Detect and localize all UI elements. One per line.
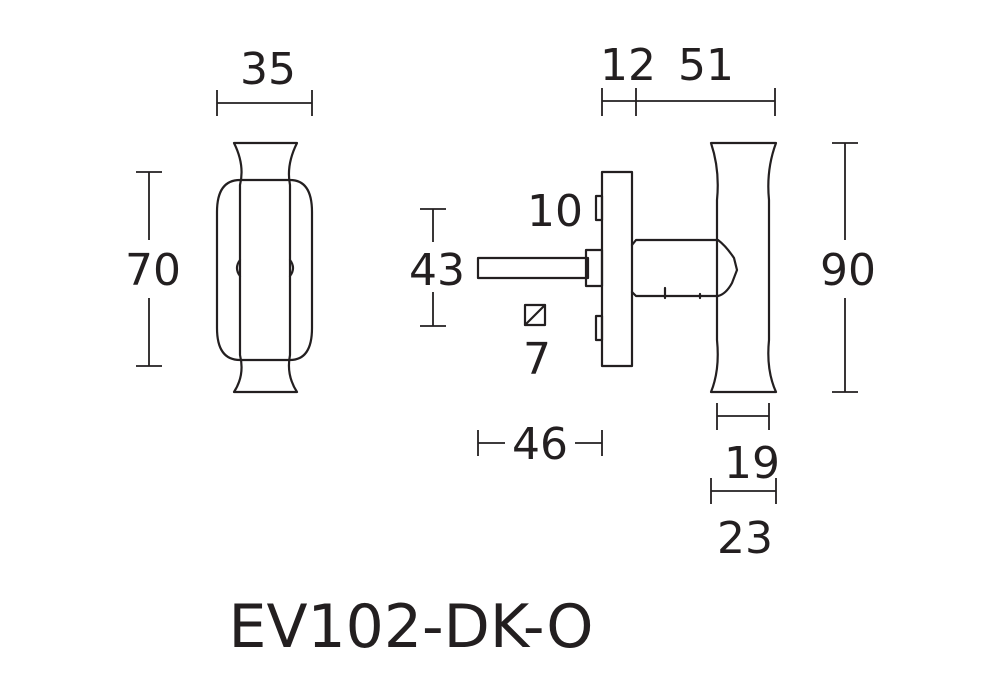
rose-screw-top: [594, 194, 604, 222]
dim-label-rose-depth: 12: [600, 40, 656, 91]
dim-handle-projection: 51: [636, 40, 776, 116]
front-view: [215, 141, 314, 394]
dim-front-width: 35: [216, 44, 313, 116]
dim-handle-height: 90: [820, 142, 876, 393]
dim-front-height: 70: [125, 171, 181, 367]
dim-label-grip-width-max: 23: [717, 513, 773, 564]
spindle: [476, 256, 590, 280]
dim-grip-width: 19: [716, 403, 780, 489]
spindle-collar: [584, 248, 604, 288]
front-spindle-nub-right: [288, 258, 295, 278]
dim-label-spindle-square: 7: [523, 334, 551, 385]
handle-neck: [630, 238, 739, 298]
dim-rose-depth: 12: [600, 40, 656, 116]
product-code: EV102-DK-O: [229, 592, 594, 662]
front-handle-outline: [232, 141, 299, 394]
dim-label-handle-projection: 51: [678, 40, 734, 91]
dim-label-handle-height: 90: [820, 245, 876, 296]
dim-spindle-spacing: 43: [409, 208, 465, 327]
front-spindle-nub: [235, 258, 242, 278]
dim-grip-width-max: 23: [710, 478, 777, 564]
dim-label-grip-width: 19: [724, 438, 780, 489]
side-view: [476, 141, 778, 394]
dim-spindle-length: 46: [477, 419, 603, 470]
dim-label-spindle-offset: 10: [527, 186, 583, 237]
dim-label-front-height: 70: [125, 245, 181, 296]
rose-plate: [600, 170, 634, 368]
dim-label-front-width: 35: [240, 44, 296, 95]
front-rose-outline: [215, 178, 314, 362]
dim-label-spindle-length: 46: [512, 419, 568, 470]
rose-screw-bottom: [594, 314, 604, 342]
handle-grip: [709, 141, 778, 394]
square-section-icon: [523, 303, 547, 327]
dim-label-spindle-spacing: 43: [409, 245, 465, 296]
